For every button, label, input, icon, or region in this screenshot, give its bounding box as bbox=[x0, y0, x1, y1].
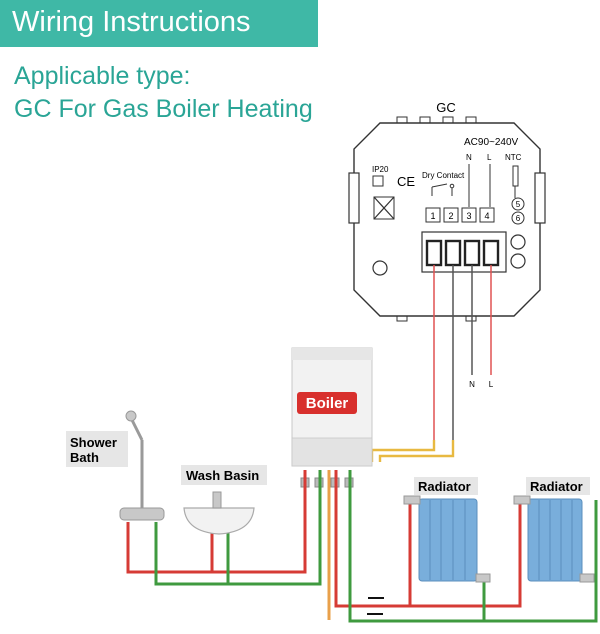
terminal-block bbox=[421, 231, 507, 273]
mount-clip bbox=[396, 315, 408, 322]
terminal-number: 1 bbox=[430, 211, 435, 221]
wire-n-label: N bbox=[469, 380, 475, 389]
terminal-box-3 bbox=[461, 207, 477, 223]
boiler-label: Boiler bbox=[306, 395, 349, 412]
sensor-terminal-number: 5 bbox=[516, 200, 521, 209]
heating-flow-pipe bbox=[334, 470, 412, 608]
mount-clip bbox=[465, 315, 477, 322]
terminal-number: 4 bbox=[484, 211, 489, 221]
wash-basin: Wash Basin bbox=[181, 465, 267, 535]
applicable-type-value: GC For Gas Boiler Heating bbox=[14, 95, 313, 123]
radiator-right: Radiator bbox=[513, 477, 595, 583]
heating-return-pipe bbox=[348, 470, 598, 623]
radiator-left-label: Radiator bbox=[418, 479, 471, 494]
terminal-box-4 bbox=[479, 207, 495, 223]
radiator-left: Radiator bbox=[403, 477, 491, 583]
side-tab-left bbox=[348, 172, 360, 224]
ip-rating-icon bbox=[372, 175, 384, 187]
screw-hole bbox=[372, 260, 388, 276]
title-banner: Wiring Instructions bbox=[0, 0, 318, 47]
terminal-box-2 bbox=[443, 207, 459, 223]
banner-title: Wiring Instructions bbox=[12, 6, 251, 38]
basin-bowl bbox=[183, 507, 255, 535]
side-tab-right bbox=[534, 172, 546, 224]
boiler: Boiler bbox=[291, 347, 373, 467]
mount-clip bbox=[419, 116, 431, 124]
wire-l-label: L bbox=[489, 380, 494, 389]
boiler-badge bbox=[297, 392, 357, 414]
pipe-network bbox=[126, 470, 598, 623]
applicable-type-label: Applicable type: bbox=[14, 62, 191, 90]
mount-clip bbox=[396, 116, 408, 124]
weee-bin-icon bbox=[373, 196, 395, 220]
dry-contact-label: Dry Contact bbox=[422, 171, 465, 180]
voltage-label: AC90~240V bbox=[464, 137, 519, 148]
thermostat-model-label: GC bbox=[436, 100, 456, 115]
shower-label: Shower bbox=[70, 435, 117, 450]
shower: Shower Bath bbox=[66, 410, 165, 521]
ce-mark: CE bbox=[397, 174, 415, 189]
ntc-label: NTC bbox=[505, 153, 522, 162]
cold-water-pipe bbox=[154, 470, 322, 586]
tap-icon bbox=[212, 491, 222, 509]
radiator-valve-icon bbox=[403, 495, 421, 505]
terminal-l-label: L bbox=[487, 153, 492, 162]
shower-head-icon bbox=[125, 410, 137, 422]
radiator-right-label: Radiator bbox=[530, 479, 583, 494]
terminal-number: 3 bbox=[466, 211, 471, 221]
sensor-terminal-6 bbox=[511, 211, 525, 225]
terminal-number: 2 bbox=[448, 211, 453, 221]
wash-basin-label: Wash Basin bbox=[186, 468, 259, 483]
terminal-n-label: N bbox=[466, 153, 472, 162]
radiator-valve-icon bbox=[579, 573, 595, 583]
signal-cable bbox=[370, 440, 436, 462]
bath-label: Bath bbox=[70, 450, 99, 465]
radiator-valve-icon bbox=[513, 495, 531, 505]
radiator-valve-icon bbox=[475, 573, 491, 583]
hot-water-pipe bbox=[126, 470, 307, 574]
ip-rating-label: IP20 bbox=[372, 165, 389, 174]
sensor-terminal-number: 6 bbox=[516, 214, 521, 223]
mount-clip bbox=[442, 116, 454, 124]
mount-clip bbox=[465, 116, 477, 124]
thermostat-wires: N L bbox=[370, 265, 494, 462]
terminal-box-1 bbox=[425, 207, 441, 223]
shower-mixer-icon bbox=[119, 507, 165, 521]
thermostat: GC AC90~240V IP20 CE Dry Contact N L NTC bbox=[348, 100, 546, 322]
sensor-terminal-5 bbox=[511, 197, 525, 211]
